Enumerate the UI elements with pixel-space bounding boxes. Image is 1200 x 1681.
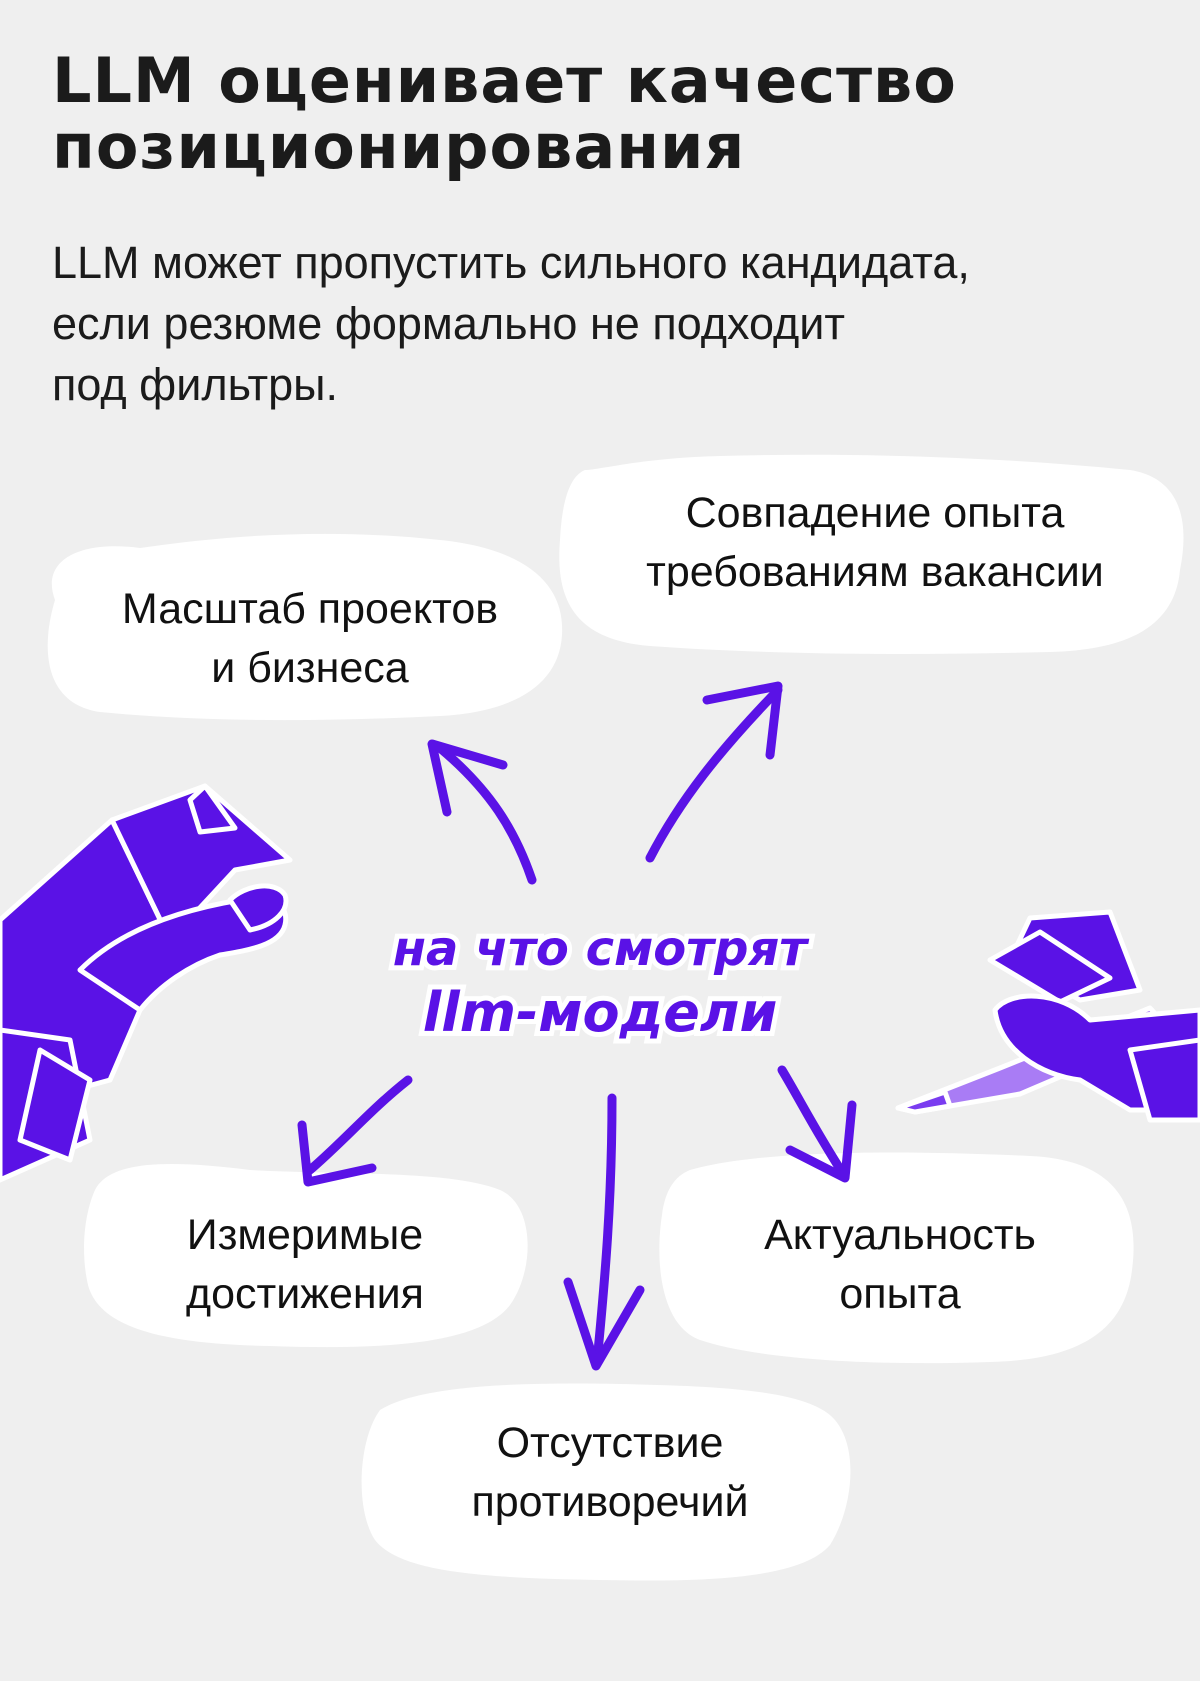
node-no-contradictions-line-2: противоречий xyxy=(471,1478,749,1526)
robot-hand-right-pen-icon xyxy=(895,909,1200,1123)
bubble-experience-match xyxy=(559,454,1184,654)
bubble-project-scale xyxy=(47,533,563,721)
arrow-to-no-contradictions xyxy=(563,1093,645,1371)
subtitle-line-3: под фильтры. xyxy=(52,359,338,410)
node-no-contradictions-line-1: Отсутствие xyxy=(496,1419,724,1467)
node-no-contradictions: Отсутствие противоречий xyxy=(370,1414,850,1532)
page-subtitle: LLM может пропустить сильного кандидата,… xyxy=(52,232,1172,415)
arrow-to-experience-match xyxy=(645,681,783,863)
subtitle-line-1: LLM может пропустить сильного кандидата, xyxy=(52,237,970,288)
subtitle-line-2: если резюме формально не подходит xyxy=(52,298,846,349)
node-measurable-achievements-line-1: Измеримые xyxy=(186,1211,424,1259)
diagram-center-label: на что смотрят llm-модели xyxy=(330,916,870,1049)
arrow-to-project-scale xyxy=(427,739,537,885)
node-measurable-achievements: Измеримые достижения xyxy=(90,1206,520,1324)
node-experience-relevance-line-2: опыта xyxy=(839,1270,961,1318)
bubble-experience-relevance xyxy=(659,1152,1134,1364)
node-measurable-achievements-line-2: достижения xyxy=(186,1270,424,1318)
node-project-scale-line-1: Масштаб проектов xyxy=(121,585,499,633)
bubble-no-contradictions xyxy=(361,1383,851,1581)
title-line-2: позиционирования xyxy=(52,110,746,183)
node-experience-relevance: Актуальность опыта xyxy=(670,1206,1130,1324)
bubble-measurable-achievements xyxy=(84,1164,528,1348)
center-label-line-1: на что смотрят xyxy=(388,916,812,982)
node-experience-match-line-1: Совпадение опыта xyxy=(685,489,1065,537)
node-project-scale: Масштаб проектов и бизнеса xyxy=(60,580,560,698)
page-title: LLM оценивает качество позиционирования xyxy=(52,48,1152,180)
robot-hand-left-icon xyxy=(0,783,293,1183)
node-project-scale-line-2: и бизнеса xyxy=(211,644,409,692)
arrow-to-experience-relevance xyxy=(777,1065,857,1183)
arrow-to-measurable-achievements xyxy=(297,1075,413,1187)
node-experience-match-line-2: требованиям вакансии xyxy=(646,548,1104,596)
node-experience-match: Совпадение опыта требованиям вакансии xyxy=(570,484,1180,602)
node-experience-relevance-line-1: Актуальность xyxy=(764,1211,1036,1259)
center-label-line-2: llm-модели xyxy=(418,976,783,1049)
title-line-1: LLM оценивает качество xyxy=(52,44,957,117)
